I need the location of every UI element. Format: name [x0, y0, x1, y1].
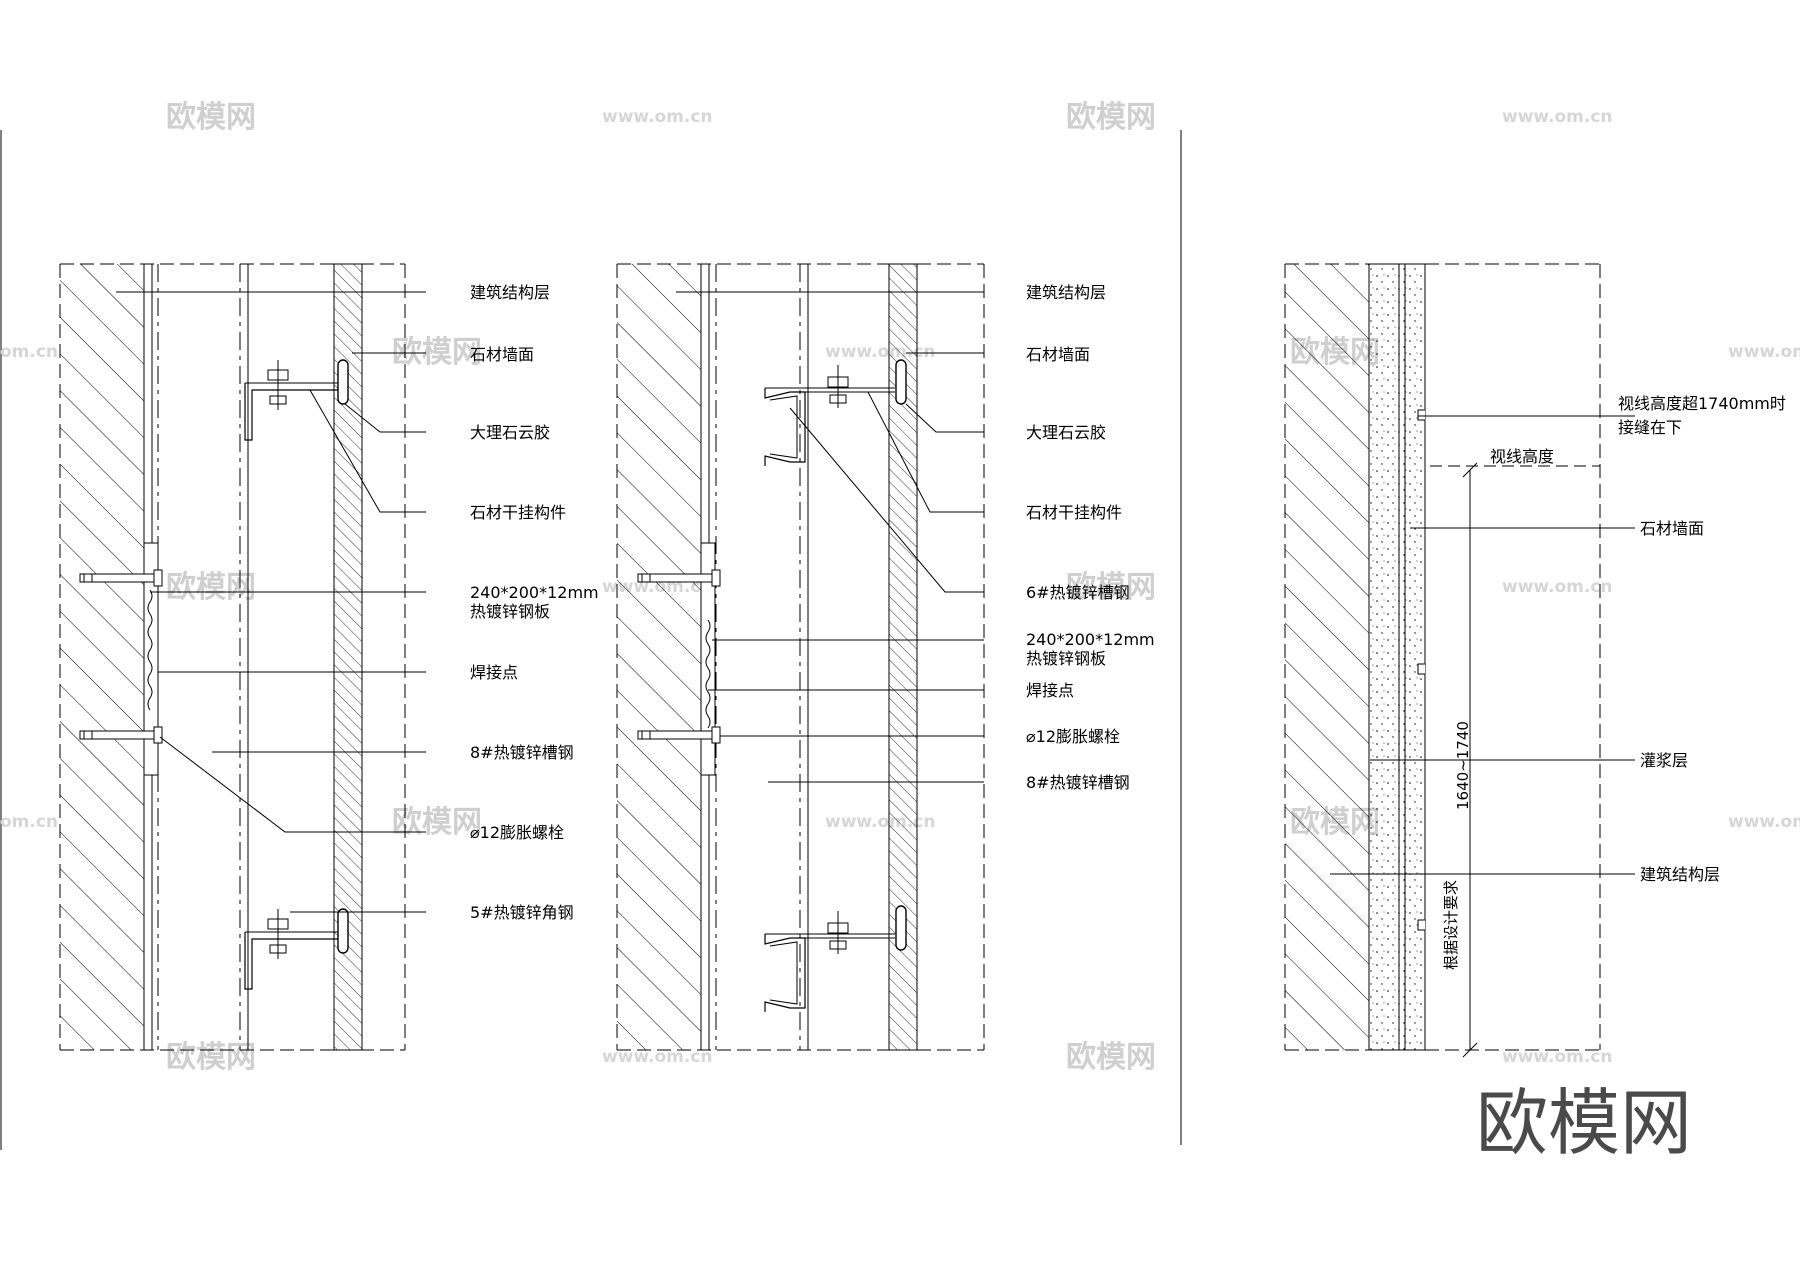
- label: 建筑结构层: [1640, 865, 1720, 884]
- expansion-bolt: [79, 726, 163, 744]
- panel-2-dry-hang-channel-steel: 建筑结构层 石材墙面 大理石云胶 石材干挂构件 6#热镀锌槽钢 240*200*…: [616, 263, 1155, 1051]
- expansion-bolt: [637, 569, 721, 587]
- panel-3-wet-grouting: 1640~1740 根据设计要求 视线高度超1740mm时 接缝在下 视线高度 …: [1284, 263, 1786, 1058]
- label: 视线高度超1740mm时: [1618, 394, 1786, 413]
- channel-steel-bracket: [764, 905, 907, 1012]
- label: 热镀锌钢板: [470, 602, 550, 621]
- steel-plate: [143, 542, 159, 776]
- angle-steel-bracket: [244, 359, 349, 441]
- label: 建筑结构层: [470, 283, 550, 302]
- brand-logo: 欧模网: [1476, 1081, 1692, 1165]
- watermark-url: www.om.cn: [1502, 1047, 1613, 1067]
- label: 石材干挂构件: [470, 503, 566, 522]
- label: 石材干挂构件: [1026, 503, 1122, 522]
- dimension-value: 1640~1740: [1454, 721, 1472, 810]
- stone-facing: [1398, 263, 1426, 1051]
- panel-2-labels: 建筑结构层 石材墙面 大理石云胶 石材干挂构件 6#热镀锌槽钢 240*200*…: [1026, 283, 1155, 792]
- watermark-url: www.om.cn: [1728, 342, 1800, 362]
- angle-steel-bracket: [244, 908, 349, 990]
- label: 视线高度: [1490, 447, 1554, 466]
- label: 240*200*12mm: [470, 583, 599, 602]
- watermark-url: www.om.cn: [825, 812, 936, 832]
- watermark-url: www.om.cn: [1502, 577, 1613, 597]
- leader-lines: [676, 291, 984, 783]
- label: 焊接点: [1026, 681, 1074, 700]
- leader-lines: [116, 291, 426, 913]
- steel-plate: [700, 542, 716, 776]
- label: 5#热镀锌角钢: [470, 903, 574, 922]
- label: 石材墙面: [1640, 519, 1704, 538]
- label: 灌浆层: [1640, 751, 1688, 770]
- label: 焊接点: [470, 663, 518, 682]
- watermark-brand: 欧模网: [392, 805, 482, 840]
- expansion-bolt: [79, 569, 163, 587]
- grout-layer: [1368, 263, 1400, 1051]
- expansion-bolt: [637, 726, 721, 744]
- label: 8#热镀锌槽钢: [1026, 773, 1130, 792]
- label: 建筑结构层: [1026, 283, 1106, 302]
- label: 大理石云胶: [470, 423, 550, 442]
- label: 接缝在下: [1618, 418, 1682, 437]
- watermark-brand: 欧模网: [166, 1040, 256, 1075]
- label: 240*200*12mm: [1026, 630, 1155, 649]
- panel-3-labels: 视线高度超1740mm时 接缝在下 视线高度 石材墙面 灌浆层 建筑结构层: [1490, 394, 1786, 884]
- leader-lines: [1330, 415, 1635, 875]
- structure-wall: [1285, 264, 1369, 1050]
- label: ⌀12膨胀螺栓: [470, 823, 564, 842]
- label: 热镀锌钢板: [1026, 649, 1106, 668]
- watermark-url: www.om.cn: [1728, 812, 1800, 832]
- vertical-note: 根据设计要求: [1442, 880, 1460, 970]
- watermark-url: om.cn: [0, 342, 58, 362]
- label: 8#热镀锌槽钢: [470, 743, 574, 762]
- watermark-url: www.om.cn: [1502, 107, 1613, 127]
- label: 大理石云胶: [1026, 423, 1106, 442]
- watermark-brand: 欧模网: [1066, 1040, 1156, 1075]
- watermark-url: om.cn: [0, 812, 58, 832]
- label: 6#热镀锌槽钢: [1026, 583, 1130, 602]
- label: 石材墙面: [1026, 345, 1090, 364]
- watermark-url: www.om.cn: [602, 1047, 713, 1067]
- watermark-brand: 欧模网: [166, 100, 256, 135]
- watermark-brand: 欧模网: [166, 570, 256, 605]
- label: ⌀12膨胀螺栓: [1026, 727, 1120, 746]
- structure-wall: [617, 264, 701, 1050]
- watermark-url: www.om.cn: [602, 107, 713, 127]
- channel-steel-bracket: [764, 359, 907, 466]
- watermark-brand: 欧模网: [1066, 100, 1156, 135]
- watermark-url: www.om.cn: [825, 342, 936, 362]
- label: 石材墙面: [470, 345, 534, 364]
- watermark-brand: 欧模网: [1066, 570, 1156, 605]
- panel-1-labels: 建筑结构层 石材墙面 大理石云胶 石材干挂构件 240*200*12mm 热镀锌…: [470, 283, 599, 922]
- panel-1-dry-hang-angle-steel: 建筑结构层 石材墙面 大理石云胶 石材干挂构件 240*200*12mm 热镀锌…: [59, 263, 599, 1051]
- structure-wall: [60, 264, 144, 1050]
